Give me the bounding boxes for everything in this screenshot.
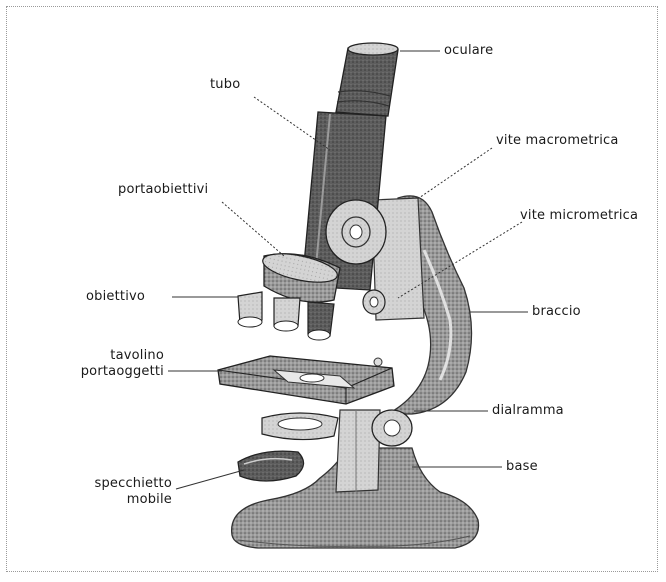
diaphragm-part	[262, 410, 412, 446]
label-base: base	[506, 459, 538, 475]
eyepiece-part	[336, 43, 398, 116]
label-diaframma: dialramma	[492, 403, 564, 419]
label-obiettivo: obiettivo	[86, 289, 145, 305]
label-tubo: tubo	[210, 77, 240, 93]
leader-specchietto	[176, 470, 244, 489]
label-portaobiettivi: portaobiettivi	[118, 182, 208, 198]
label-tavolino-portaoggetti: tavolino portaoggetti	[64, 348, 164, 380]
label-vite-micrometrica: vite micrometrica	[520, 208, 638, 224]
label-vite-macrometrica: vite macrometrica	[496, 133, 619, 149]
coarse-focus-knob	[326, 200, 386, 264]
label-specchietto-line2: mobile	[72, 492, 172, 508]
mirror-part	[238, 451, 304, 481]
label-oculare: oculare	[444, 43, 493, 59]
label-tavolino-line1: tavolino	[64, 348, 164, 364]
label-specchietto-mobile: specchietto mobile	[72, 476, 172, 508]
label-braccio: braccio	[532, 304, 581, 320]
leader-portaobiettivi	[222, 202, 284, 256]
label-specchietto-line1: specchietto	[72, 476, 172, 492]
fine-focus-knob	[363, 290, 385, 314]
stage-part	[218, 356, 394, 404]
label-tavolino-line2: portaoggetti	[64, 364, 164, 380]
leader-vite-macrometrica	[416, 148, 492, 200]
